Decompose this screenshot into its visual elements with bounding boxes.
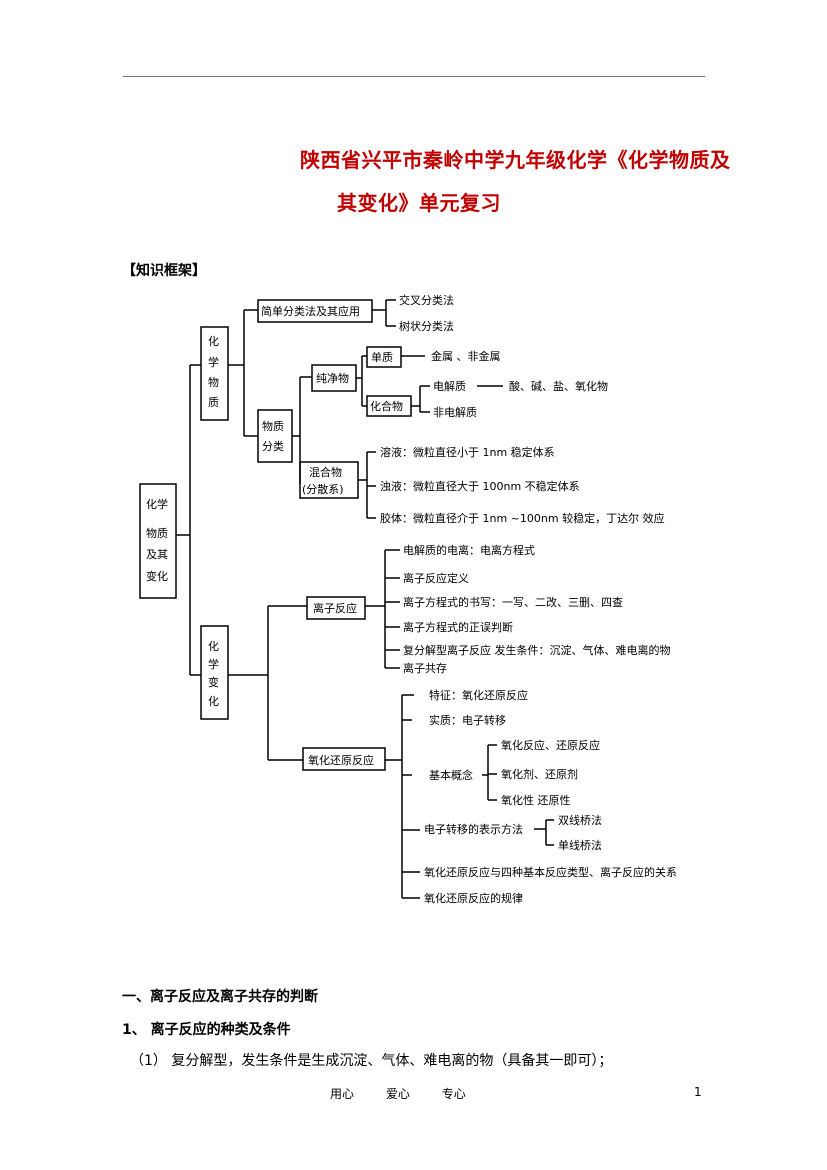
- redox-item-3: 基本概念: [429, 768, 473, 782]
- footer-item-2: 爱心: [385, 1087, 410, 1101]
- ion-item-4: 离子方程式的正误判断: [403, 620, 513, 634]
- ion-item-6: 离子共存: [403, 661, 447, 675]
- change-2: 学: [208, 657, 219, 671]
- tree-method: 树状分类法: [399, 319, 454, 333]
- electrolyte: 电解质: [433, 379, 466, 393]
- substance-2: 学: [208, 355, 219, 369]
- root-line-4: 变化: [146, 569, 168, 583]
- concept-1: 氧化反应、还原反应: [501, 738, 600, 752]
- compound: 化合物: [370, 399, 403, 413]
- substance-1: 化: [208, 334, 219, 348]
- ion-item-1: 电解质的电离：电离方程式: [403, 543, 535, 557]
- metal-nonmetal: 金属 、非金属: [431, 349, 501, 363]
- pure-substance: 纯净物: [316, 371, 349, 385]
- root-line-1: 化学: [146, 497, 168, 511]
- ionic-reaction: 离子反应: [313, 601, 357, 615]
- suspension: 浊液：微粒直径大于 100nm 不稳定体系: [380, 479, 580, 493]
- concept-2: 氧化剂、还原剂: [501, 767, 578, 781]
- paragraph-1: （1） 复分解型，发生条件是生成沉淀、气体、难电离的物（具备其一即可）；: [130, 1053, 613, 1069]
- material-class-2: 分类: [262, 439, 284, 453]
- colloid: 胶体：微粒直径介于 1nm ~100nm 较稳定，丁达尔 效应: [380, 511, 665, 525]
- heading-2: 1、 离子反应的种类及条件: [122, 1022, 291, 1038]
- change-4: 化: [208, 694, 219, 708]
- footer-item-3: 专心: [441, 1087, 466, 1101]
- root-line-3: 及其: [146, 548, 168, 561]
- electrolyte-types: 酸、碱、盐、氧化物: [509, 379, 608, 393]
- mixture: 混合物: [309, 465, 342, 479]
- bridge-double: 双线桥法: [558, 813, 602, 827]
- footer-item-1: 用心: [330, 1087, 355, 1101]
- ion-item-3: 离子方程式的书写：一写、二改、三删、四查: [403, 595, 623, 609]
- ion-item-2: 离子反应定义: [403, 571, 469, 585]
- redox-reaction: 氧化还原反应: [308, 753, 374, 767]
- root-line-2: 物质: [146, 526, 168, 540]
- ion-item-5: 复分解型离子反应 发生条件：沉淀、气体、难电离的物: [403, 643, 671, 657]
- redox-item-5: 氧化还原反应与四种基本反应类型、离子反应的关系: [424, 865, 677, 879]
- title-line-1: 陕西省兴平市秦岭中学九年级化学《化学物质及: [300, 148, 731, 172]
- cross-method: 交叉分类法: [399, 293, 454, 307]
- substance-4: 质: [208, 396, 219, 409]
- dispersion-system: (分散系): [302, 482, 344, 496]
- title-line-2: 其变化》单元复习: [337, 191, 501, 215]
- change-1: 化: [208, 639, 219, 653]
- solution: 溶液：微粒直径小于 1nm 稳定体系: [380, 445, 555, 459]
- header-rule: [123, 76, 705, 77]
- element: 单质: [371, 351, 393, 364]
- substance-3: 物: [208, 375, 219, 389]
- redox-item-6: 氧化还原反应的规律: [424, 891, 523, 905]
- non-electrolyte: 非电解质: [433, 405, 477, 419]
- section-label: 【知识框架】: [122, 263, 206, 279]
- concept-3: 氧化性 还原性: [501, 793, 571, 807]
- change-3: 变: [208, 675, 219, 689]
- redox-item-1: 特征：氧化还原反应: [429, 688, 528, 702]
- heading-1: 一、离子反应及离子共存的判断: [122, 989, 318, 1005]
- simple-classification: 简单分类法及其应用: [261, 304, 360, 318]
- footer: 用心 爱心 专心: [330, 1085, 494, 1102]
- redox-item-2: 实质：电子转移: [429, 713, 506, 727]
- material-class-1: 物质: [262, 419, 284, 433]
- bridge-single: 单线桥法: [558, 838, 602, 852]
- redox-item-4: 电子转移的表示方法: [424, 822, 523, 836]
- page-number: 1: [694, 1085, 702, 1099]
